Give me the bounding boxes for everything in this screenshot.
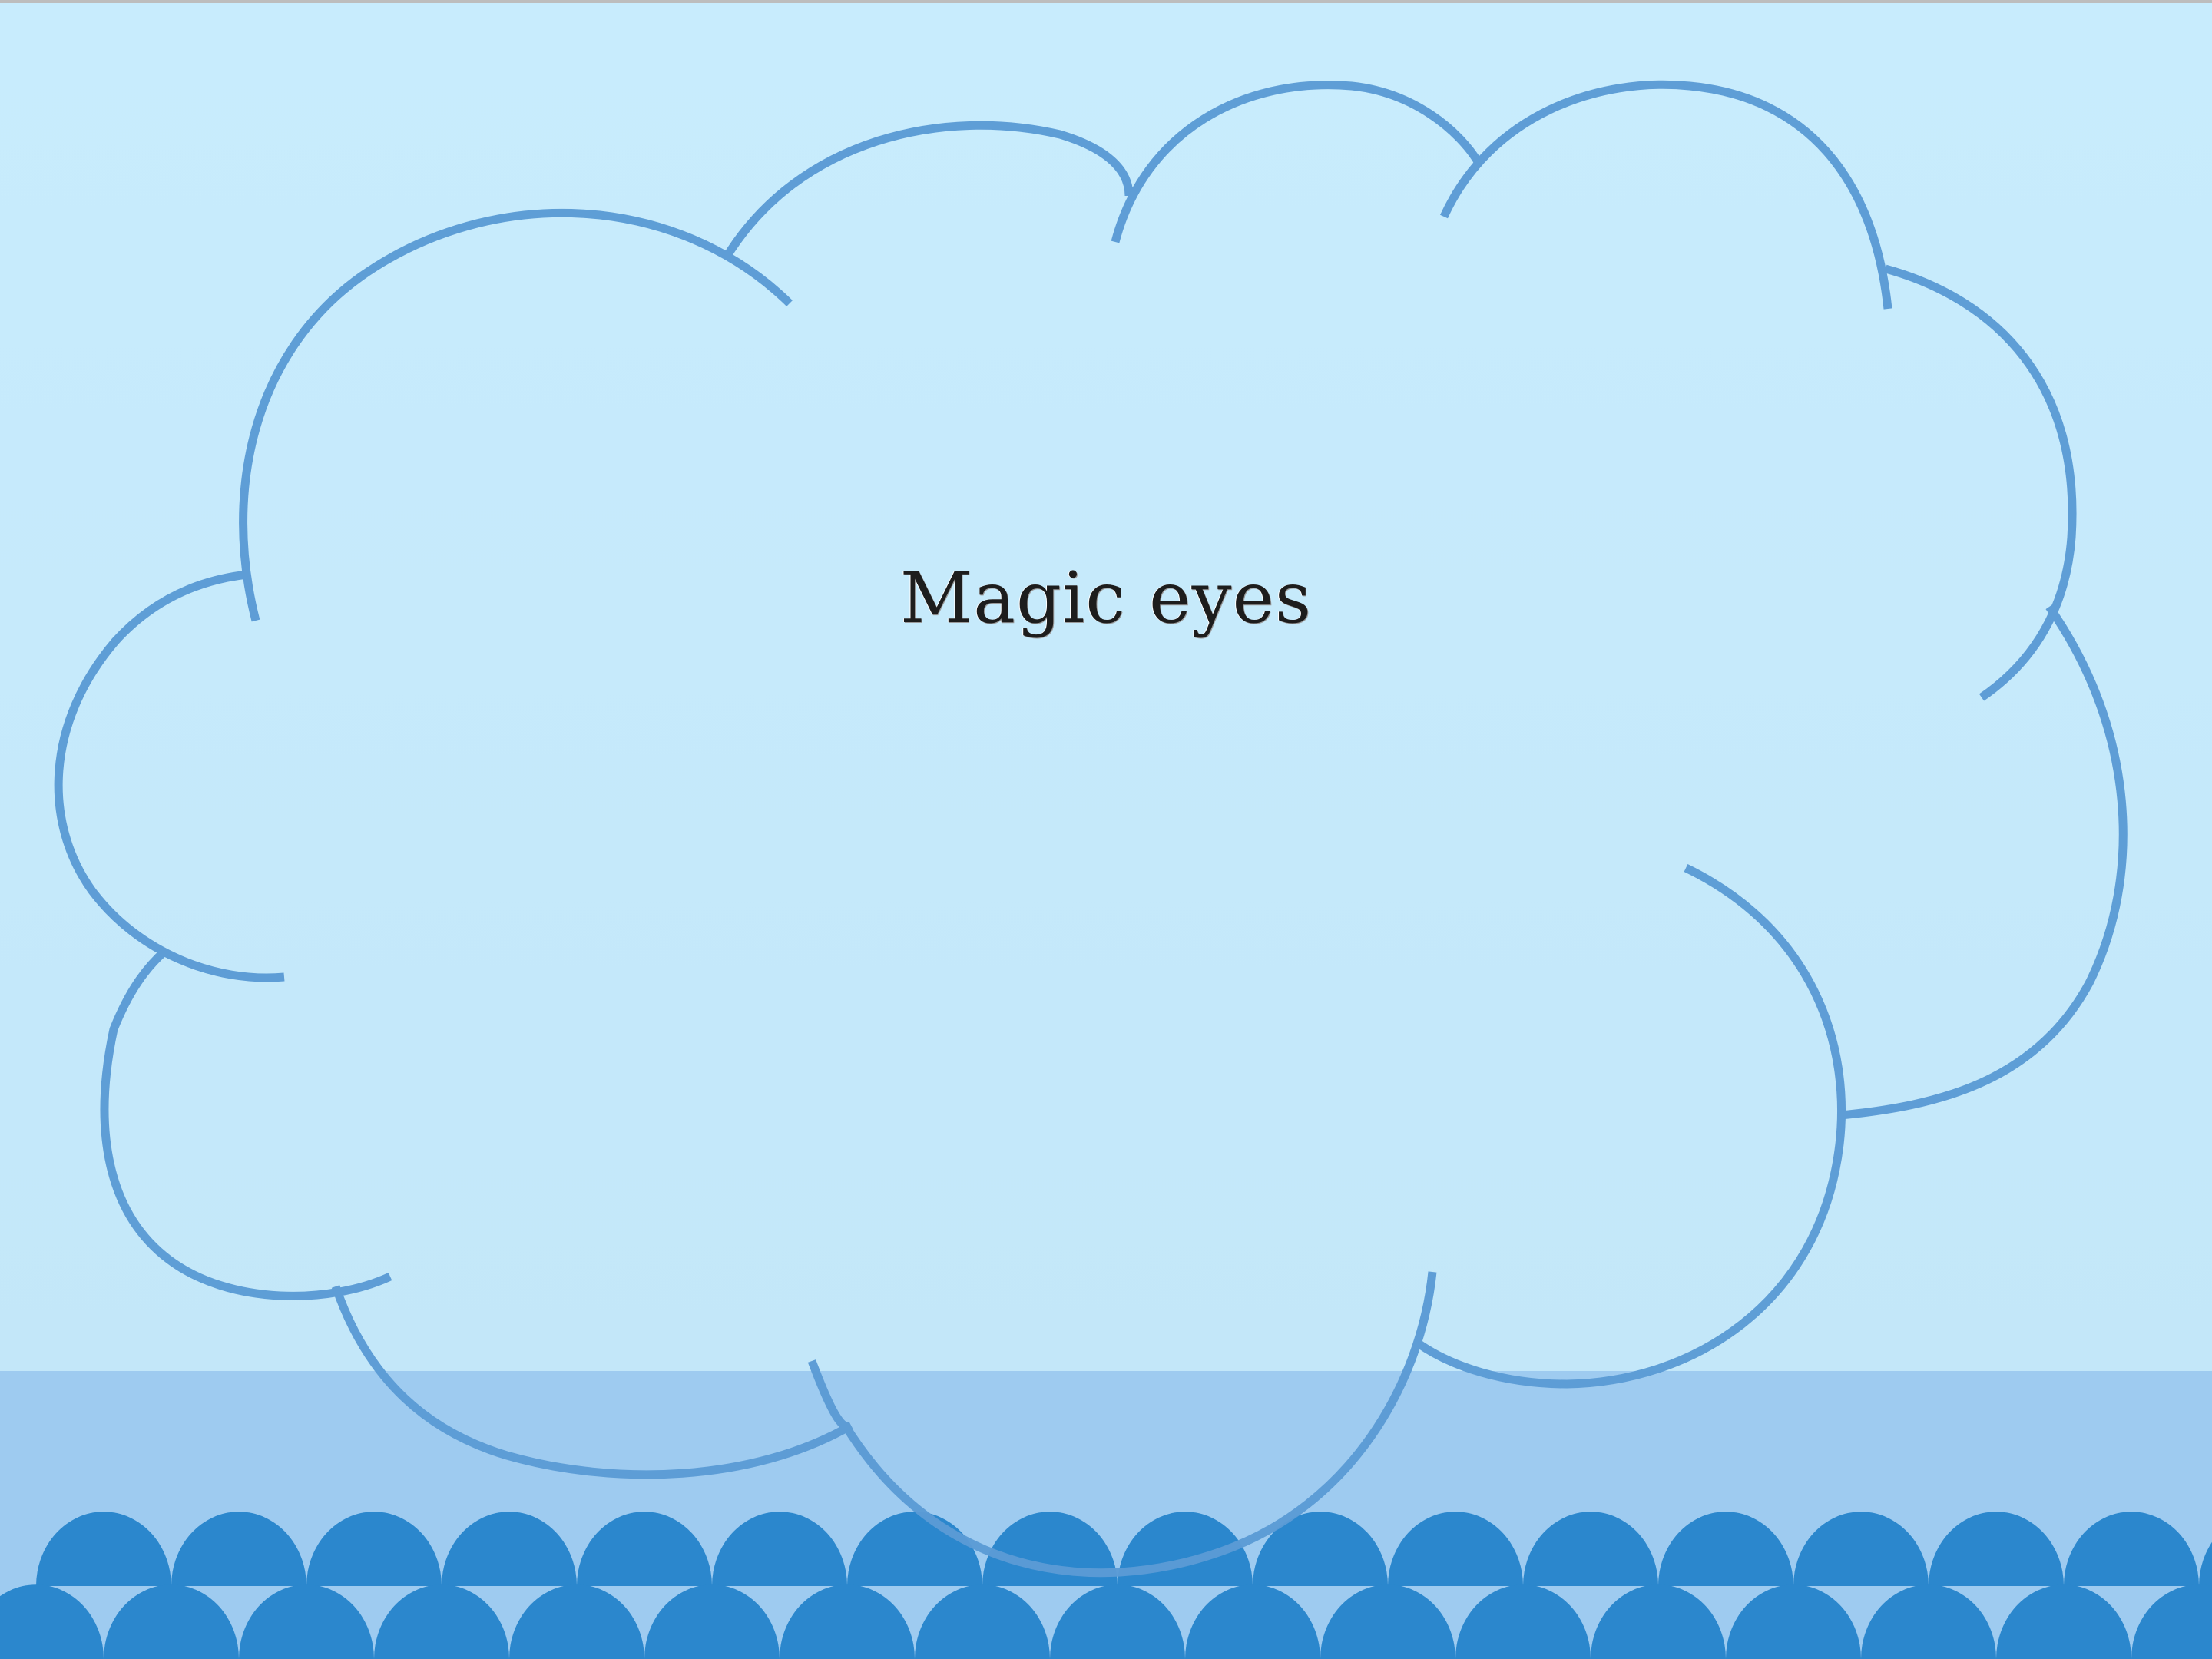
scallop-wave: [577, 1512, 712, 1586]
scallop-wave: [1658, 1512, 1793, 1586]
scallop-wave: [306, 1512, 442, 1586]
scallop-wave: [171, 1512, 306, 1586]
scallop-wave: [1591, 1584, 1726, 1659]
scallop-wave: [1455, 1584, 1591, 1659]
scallop-wave: [2064, 1512, 2199, 1586]
thought-cloud-outline: [54, 80, 2128, 1578]
scallop-wave: [1253, 1512, 1388, 1586]
scallop-wave: [1793, 1512, 1929, 1586]
scallop-row-lower: [0, 1584, 2212, 1659]
scallop-wave: [915, 1584, 1050, 1659]
scallop-wave: [1726, 1584, 1861, 1659]
scallop-wave: [1861, 1584, 1996, 1659]
top-border: [0, 0, 2212, 3]
scallop-wave: [104, 1584, 239, 1659]
scallop-wave: [1050, 1584, 1185, 1659]
scallop-wave: [712, 1512, 847, 1586]
scallop-wave: [374, 1584, 509, 1659]
scallop-wave: [442, 1512, 577, 1586]
scallop-wave: [239, 1584, 374, 1659]
scallop-wave: [644, 1584, 780, 1659]
scallop-wave: [2199, 1541, 2212, 1586]
scallop-wave: [2131, 1584, 2212, 1659]
scallop-wave: [1523, 1512, 1658, 1586]
scallop-row-upper: [36, 1512, 2212, 1586]
scallop-wave: [1388, 1512, 1523, 1586]
scallop-wave: [1185, 1584, 1320, 1659]
slide-title: Magic eyes: [899, 557, 1313, 639]
scallop-wave: [0, 1584, 104, 1659]
scallop-wave: [36, 1512, 171, 1586]
scallop-wave: [1320, 1584, 1455, 1659]
scallop-wave: [1929, 1512, 2064, 1586]
scallop-wave: [780, 1584, 915, 1659]
scallop-wave: [1996, 1584, 2131, 1659]
scallop-wave: [509, 1584, 644, 1659]
scallop-wave: [982, 1512, 1118, 1586]
